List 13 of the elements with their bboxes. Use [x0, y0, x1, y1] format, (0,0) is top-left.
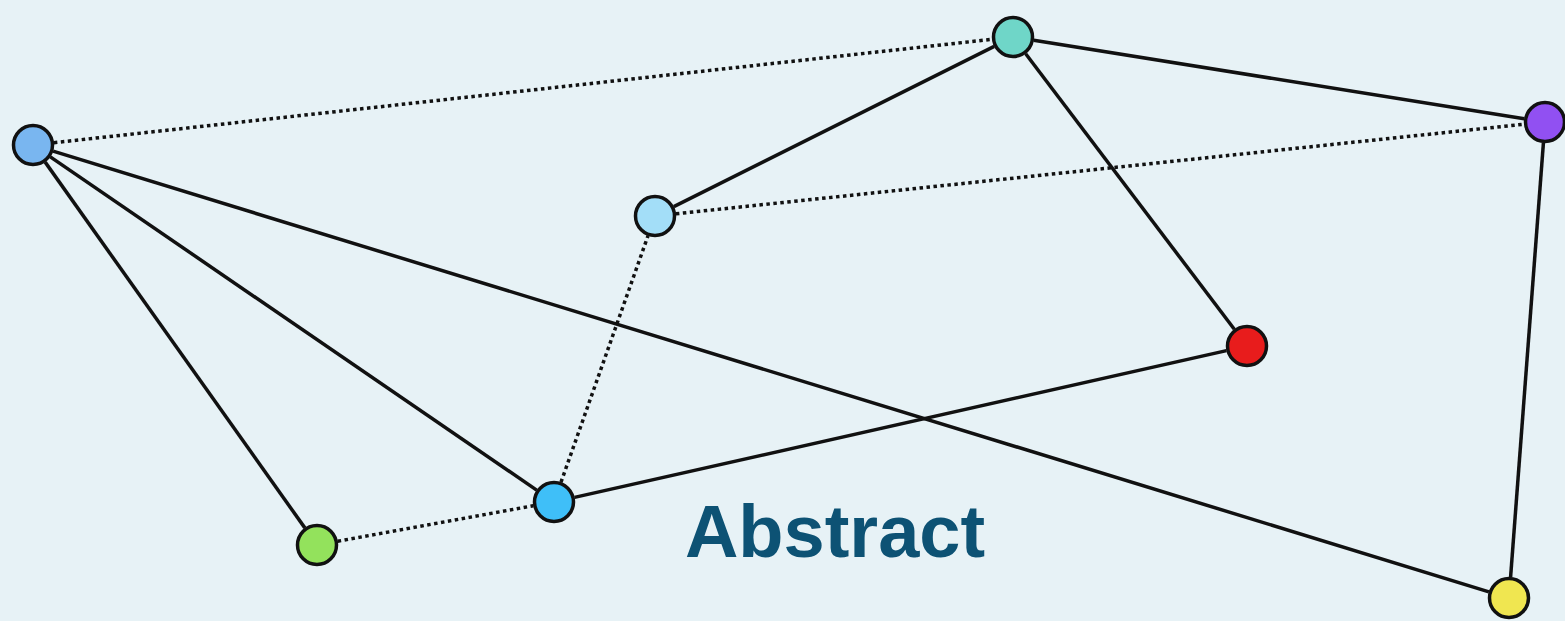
- connector-line: [1024, 52, 1236, 331]
- dotted-line: [675, 122, 1525, 216]
- title: Abstract: [683, 495, 987, 569]
- connector-line: [1508, 142, 1546, 578]
- connector-line: [52, 149, 1490, 594]
- connector-line: [49, 155, 538, 492]
- dotted-line: [559, 235, 650, 483]
- connector-line: [43, 161, 307, 529]
- connector-line: [673, 44, 995, 209]
- dotted-line: [53, 37, 993, 145]
- connector-line: [574, 348, 1227, 500]
- dotted-line: [337, 504, 534, 543]
- connector-line: [1033, 38, 1525, 121]
